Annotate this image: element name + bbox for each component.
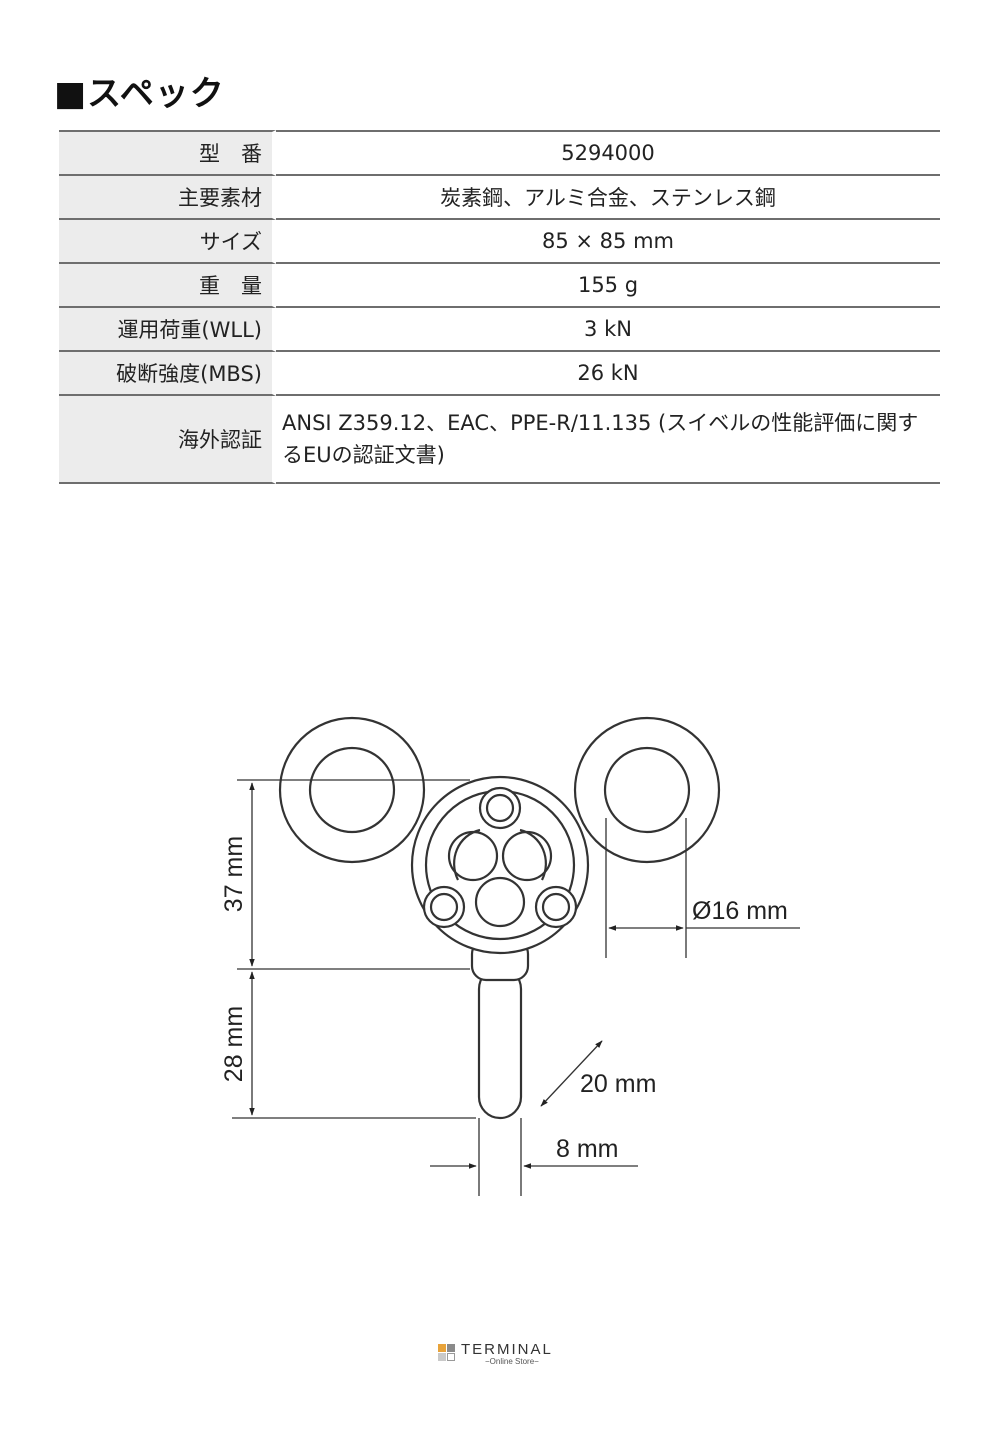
row-value: 26 kN [276,352,940,396]
row-value-line: ANSI Z359.12、EAC、PPE-R/11.135 (スイベルの性能評価… [282,411,919,435]
dimension-label: 8 mm [556,1135,619,1163]
swivel-drawing [278,716,721,1120]
section-title: ■スペック [54,74,225,114]
logo-mark-icon [438,1344,456,1362]
dimension-label: 20 mm [580,1070,656,1098]
table-row: 破断強度(MBS) 26 kN [59,352,940,396]
dimension-label: 37 mm [220,836,248,912]
row-value: 155 g [276,264,940,308]
brand-subtitle: −Online Store− [485,1357,539,1366]
logo-square [447,1353,455,1361]
table-row: 海外認証 ANSI Z359.12、EAC、PPE-R/11.135 (スイベル… [59,396,940,484]
row-value: 85 × 85 mm [276,220,940,264]
spec-table: 型 番 5294000 主要素材 炭素鋼、アルミ合金、ステンレス鋼 サイズ 85… [59,130,940,484]
table-row: 主要素材 炭素鋼、アルミ合金、ステンレス鋼 [59,176,940,220]
logo-square [447,1344,455,1352]
brand-logo: TERMINAL −Online Store− [438,1341,562,1369]
row-label: 型 番 [59,130,276,176]
row-value-line: るEUの認証文書) [282,443,445,467]
row-value: 炭素鋼、アルミ合金、ステンレス鋼 [276,176,940,220]
table-row: 運用荷重(WLL) 3 kN [59,308,940,352]
row-label: 重 量 [59,264,276,308]
row-value: 3 kN [276,308,940,352]
table-row: 重 量 155 g [59,264,940,308]
product-dimension-diagram: 37 mm 28 mm Ø16 mm 20 mm 8 mm [220,716,800,1196]
row-value: 5294000 [276,130,940,176]
dimension-label: 28 mm [220,1006,248,1082]
brand-name: TERMINAL [461,1341,553,1358]
table-row: 型 番 5294000 [59,130,940,176]
dimension-label: Ø16 mm [692,897,788,925]
row-label: サイズ [59,220,276,264]
logo-square [438,1353,446,1361]
row-label: 海外認証 [59,396,276,484]
table-row: サイズ 85 × 85 mm [59,220,940,264]
row-label: 運用荷重(WLL) [59,308,276,352]
logo-square [438,1344,446,1352]
row-value: ANSI Z359.12、EAC、PPE-R/11.135 (スイベルの性能評価… [276,396,940,484]
row-label: 主要素材 [59,176,276,220]
row-label: 破断強度(MBS) [59,352,276,396]
dimension-lines [232,779,800,1196]
